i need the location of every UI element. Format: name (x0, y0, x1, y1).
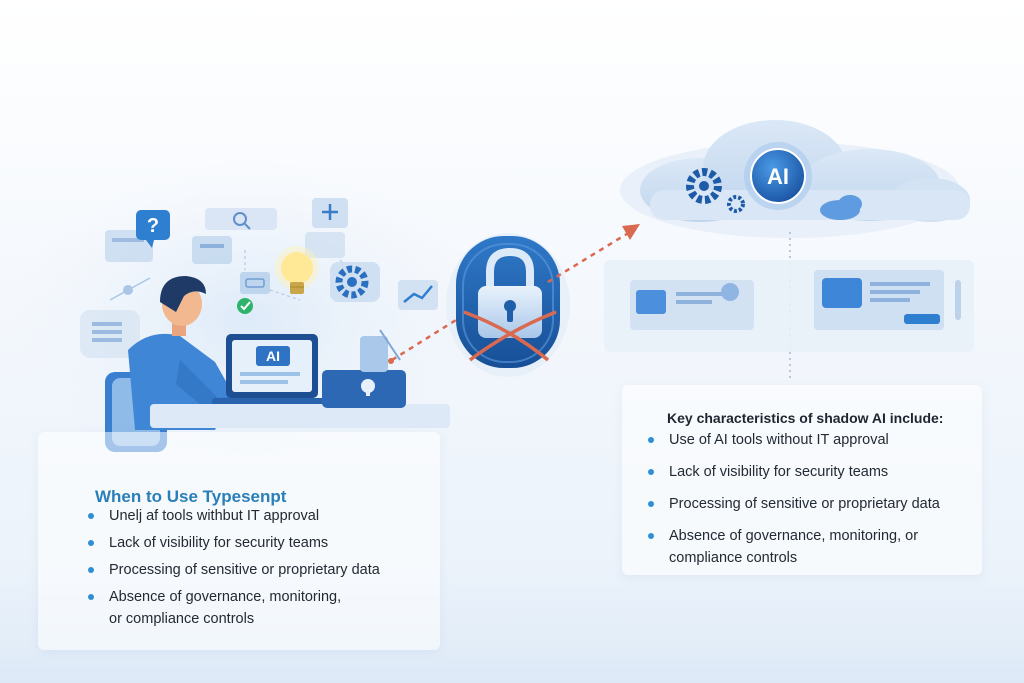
left-bullet-item: Unelj af tools withbut IT approval (88, 505, 428, 527)
laptop (212, 334, 338, 406)
checkmark-icon (237, 298, 253, 314)
right-bullet-item: Absence of governance, monitoring, or co… (648, 525, 968, 569)
lightbulb-icon (275, 246, 319, 294)
right-bullet-item: Use of AI tools without IT approval (648, 429, 968, 451)
question-icon: ? (136, 210, 170, 248)
right-bullet-list: Use of AI tools without IT approval Lack… (648, 429, 968, 579)
search-icon (233, 212, 251, 230)
padlock-icon (446, 233, 570, 377)
left-bullet-list: Unelj af tools withbut IT approval Lack … (88, 505, 428, 635)
desk (150, 404, 450, 428)
right-bullet-item: Processing of sensitive or proprietary d… (648, 493, 968, 515)
document-icon (312, 198, 348, 228)
ai-badge (744, 142, 812, 210)
left-panel-title: When to Use Typesenpt (95, 487, 287, 506)
cloud-ai-label: AI (767, 164, 789, 189)
dashboard-windows (604, 260, 974, 352)
dashed-arrow-right (547, 224, 640, 284)
gear-icon (330, 262, 380, 302)
laptop-ai-label: AI (266, 348, 280, 364)
left-bullet-item: Processing of sensitive or proprietary d… (88, 559, 428, 581)
chart-icon (398, 280, 438, 310)
svg-text:?: ? (147, 215, 159, 237)
left-bullet-item: Absence of governance, monitoring, or co… (88, 586, 428, 630)
cloud-gear-icon (686, 168, 745, 213)
right-bullet-item: Lack of visibility for security teams (648, 461, 968, 483)
desk-device (322, 329, 406, 408)
left-panel (38, 432, 440, 650)
right-panel-title: Key characteristics of shadow AI include… (667, 410, 944, 426)
right-panel (622, 385, 982, 575)
dashed-arrow-left (388, 318, 457, 364)
left-bullet-item: Lack of visibility for security teams (88, 532, 428, 554)
